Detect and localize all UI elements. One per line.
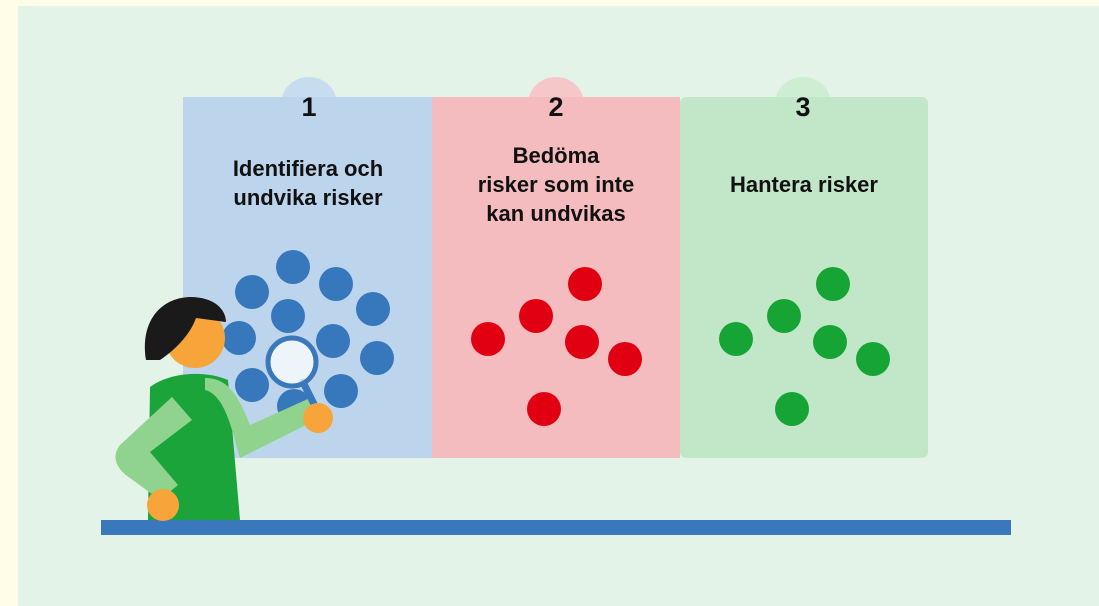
person-right-arm	[205, 378, 320, 458]
magnifying-glass-icon	[265, 335, 319, 389]
risk-dot	[719, 322, 753, 356]
person-right-hand	[303, 403, 333, 433]
risk-dot	[816, 267, 850, 301]
panel-1-title: Identifiera och undvika risker	[193, 154, 423, 212]
risk-dot	[360, 341, 394, 375]
panel-3-number: 3	[795, 92, 811, 122]
person-left-hand	[147, 489, 179, 521]
risk-dot	[519, 299, 553, 333]
risk-dot	[235, 368, 269, 402]
risk-dot	[471, 322, 505, 356]
risk-dot	[324, 374, 358, 408]
panel-1-number: 1	[301, 92, 317, 122]
panel-1-risk-dots	[222, 250, 394, 423]
panel-2-risk-dots	[471, 267, 642, 426]
panel-2-title-line: Bedöma	[512, 143, 600, 168]
risk-dot	[271, 299, 305, 333]
panel-1-title-line: Identifiera och	[232, 156, 384, 181]
risk-dot	[608, 342, 642, 376]
panel-3-title-line: Hantera risker	[730, 172, 878, 197]
panel-2-title-line: risker som inte	[477, 172, 635, 197]
panel-2-title-line: kan undvikas	[486, 201, 626, 226]
risk-dot	[775, 392, 809, 426]
risk-dot	[527, 392, 561, 426]
risk-dot	[319, 267, 353, 301]
risk-dot	[316, 324, 350, 358]
person-with-magnifier-illustration	[115, 297, 333, 521]
risk-dot	[235, 275, 269, 309]
person-hair	[144, 297, 226, 360]
risk-dot	[856, 342, 890, 376]
risk-dot	[276, 250, 310, 284]
risk-dot	[767, 299, 801, 333]
risk-dot	[568, 267, 602, 301]
panel-3-title: Hantera risker	[689, 170, 919, 199]
person-left-arm	[115, 397, 192, 500]
risk-dot	[813, 325, 847, 359]
panel-2-number: 2	[548, 92, 564, 122]
panel-3-risk-dots	[719, 267, 890, 426]
risk-dot	[565, 325, 599, 359]
risk-dot	[356, 292, 390, 326]
ground-line	[101, 520, 1011, 535]
panel-1-title-line: undvika risker	[233, 185, 383, 210]
risk-dot	[222, 321, 256, 355]
panel-2-title: Bedöma risker som inte kan undvikas	[441, 141, 671, 228]
